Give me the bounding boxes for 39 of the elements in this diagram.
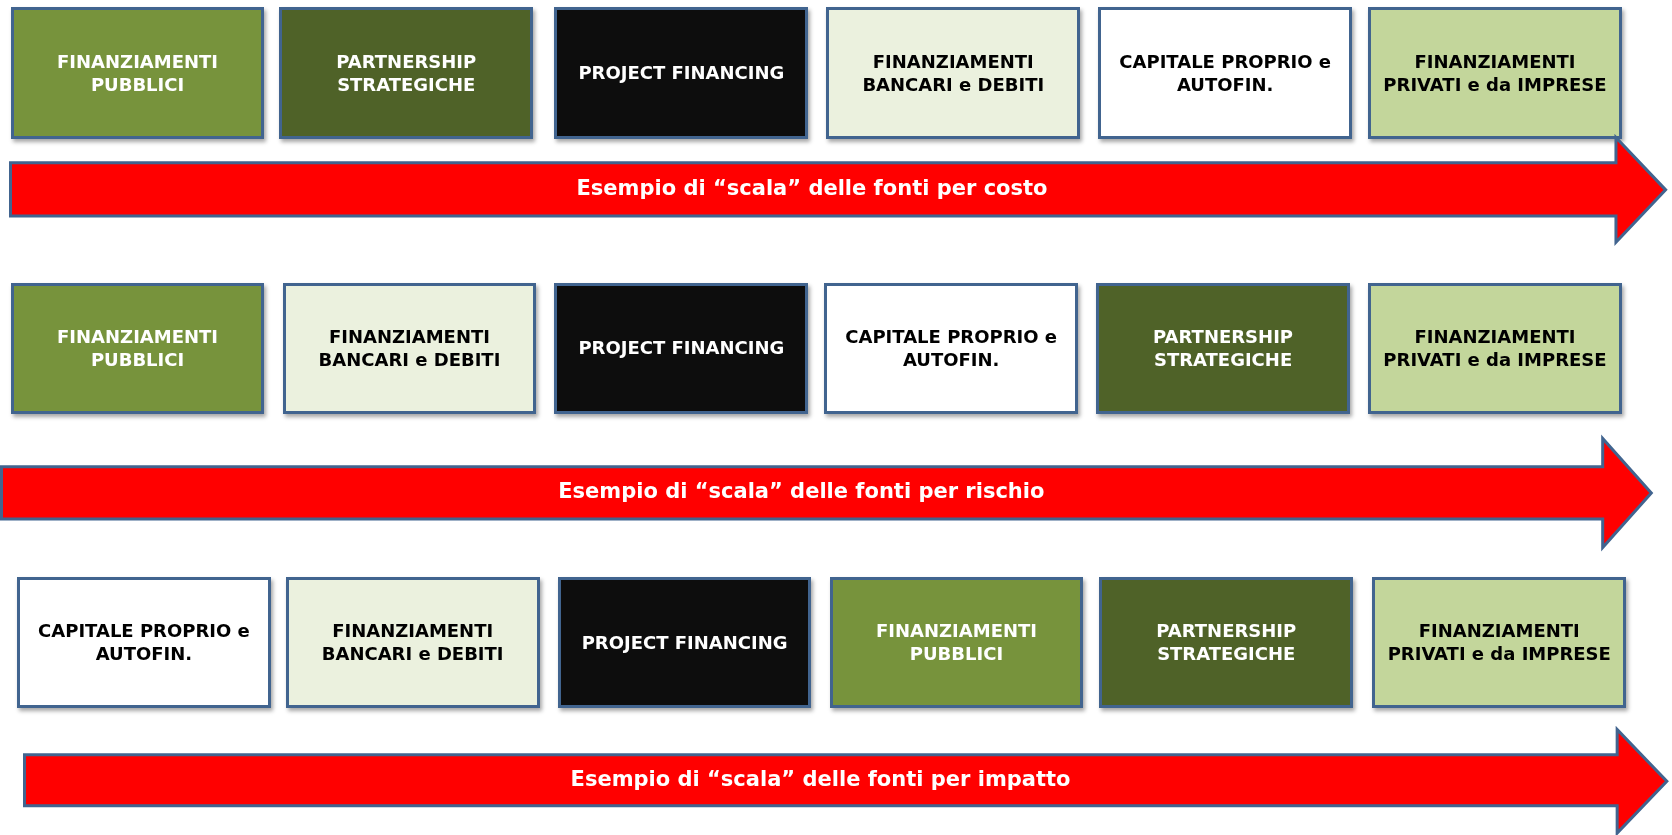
box-label: CAPITALE PROPRIO e AUTOFIN.: [1118, 49, 1333, 97]
funding-box: [1372, 576, 1627, 709]
funding-box: [824, 282, 1079, 414]
box-label: PROJECT FINANCING: [580, 630, 789, 655]
box-label: FINANZIAMENTI PRIVATI e da IMPRESE: [1382, 324, 1608, 372]
funding-box: [10, 7, 265, 139]
box-label: FINANZIAMENTI PUBBLICI: [875, 619, 1038, 666]
funding-box: [1368, 7, 1622, 139]
box-label: FINANZIAMENTI PRIVATI e da IMPRESE: [1386, 619, 1612, 666]
box-label: CAPITALE PROPRIO e AUTOFIN.: [844, 324, 1059, 372]
funding-box: [554, 7, 809, 139]
funding-box: [829, 576, 1084, 709]
funding-box: [557, 576, 812, 709]
box-label: PARTNERSHIP STRATEGICHE: [1152, 324, 1295, 372]
funding-box: [1098, 7, 1353, 139]
box-label: PROJECT FINANCING: [577, 61, 786, 85]
box-label: PROJECT FINANCING: [577, 336, 786, 360]
funding-box: [17, 576, 271, 709]
box-label: PARTNERSHIP STRATEGICHE: [335, 49, 478, 97]
funding-box: [285, 576, 540, 709]
funding-box: [282, 282, 537, 414]
box-label: PARTNERSHIP STRATEGICHE: [1155, 619, 1298, 666]
funding-box: [554, 282, 809, 414]
funding-box: [10, 282, 265, 414]
funding-box: [1099, 576, 1354, 709]
funding-box: [1096, 282, 1350, 414]
funding-box: [1368, 282, 1622, 414]
box-label: FINANZIAMENTI BANCARI e DEBITI: [861, 49, 1046, 97]
arrow-label: Esempio di “scala” delle fonti per impatto: [569, 766, 1072, 791]
box-label: CAPITALE PROPRIO e AUTOFIN.: [37, 619, 251, 666]
arrow-label: Esempio di “scala” delle fonti per rischio: [557, 479, 1046, 504]
arrow-label: Esempio di “scala” delle fonti per costo: [575, 175, 1049, 200]
funding-box: [826, 7, 1081, 139]
box-label: FINANZIAMENTI BANCARI e DEBITI: [320, 619, 505, 666]
box-label: FINANZIAMENTI PUBBLICI: [56, 324, 220, 372]
box-label: FINANZIAMENTI PRIVATI e da IMPRESE: [1382, 49, 1608, 97]
funding-box: [279, 7, 534, 139]
box-label: FINANZIAMENTI BANCARI e DEBITI: [317, 324, 502, 372]
box-label: FINANZIAMENTI PUBBLICI: [56, 49, 220, 97]
